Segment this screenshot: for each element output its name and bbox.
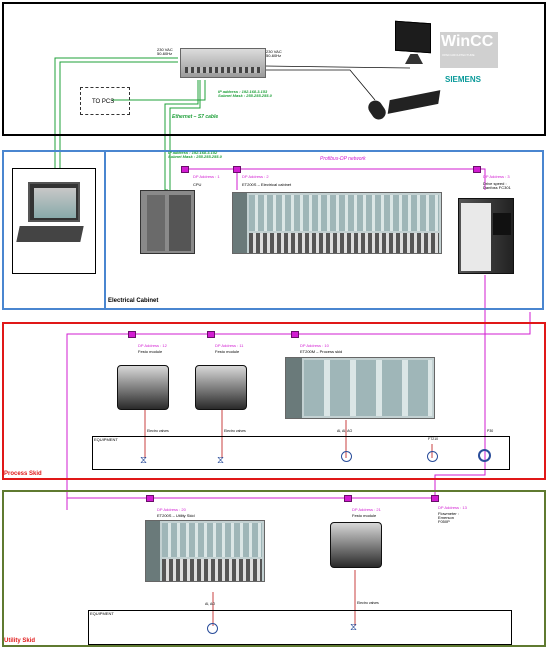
wincc-logo: WinCC OA OPEN ARCHITECTURE bbox=[440, 32, 522, 68]
flowmeter-label: Flowmeter : Emerson F050P bbox=[438, 511, 459, 524]
festo2-dp-connector bbox=[207, 331, 215, 338]
utility-skid-label: Utility Skid bbox=[4, 638, 36, 644]
utility-et200-dp-connector bbox=[146, 495, 154, 502]
et200-electrical-dp-connector bbox=[233, 166, 241, 173]
flowmeter-dp-address: DP Address : 13 bbox=[438, 505, 467, 510]
drive-label: Drive speed : Danfoss FC301 bbox=[483, 181, 511, 190]
et200-electrical-dp-address: DP Address : 2 bbox=[242, 174, 269, 179]
to-pcs-box: TO PCS bbox=[80, 87, 130, 115]
ip-cpu-label: IP address : 192.168.3.152 Subnet Mask :… bbox=[168, 150, 222, 159]
et200-electrical-module bbox=[232, 192, 442, 254]
utility-festo-dp-address: DP Address : 21 bbox=[352, 507, 381, 512]
wincc-logo-subtext: OPEN ARCHITECTURE bbox=[442, 53, 475, 57]
electrical-label: Electrical Cabinet bbox=[108, 298, 159, 304]
laptop-screen bbox=[28, 182, 80, 222]
server-section bbox=[2, 2, 546, 136]
electrical-divider bbox=[104, 150, 106, 310]
et200m-dp-address: DP Address : 10 bbox=[300, 343, 329, 348]
cpu-dp-address: DP Address : 1 bbox=[193, 174, 220, 179]
cpu-dp-connector bbox=[181, 166, 189, 173]
utility-al-ao-label: AI, AO bbox=[205, 602, 216, 606]
wincc-logo-text: WinCC OA bbox=[441, 33, 522, 50]
drive-dp-address: DP Address : 3 bbox=[483, 174, 510, 179]
utility-skid-section bbox=[2, 490, 546, 647]
power-right-label: 230 VAC 50-60Hz bbox=[266, 49, 282, 58]
to-pcs-label: TO PCS bbox=[92, 99, 115, 105]
laptop-base bbox=[16, 226, 84, 242]
process-equipment-label: EQUIPMENT bbox=[94, 437, 118, 442]
utility-valve-icon: ⧖ bbox=[350, 622, 358, 633]
festo1-dp-address: DP Address : 12 bbox=[138, 343, 167, 348]
festo1-label: Festo module bbox=[138, 349, 163, 354]
black-lines bbox=[264, 65, 411, 101]
et200-electrical-label: ET200S – Electrical cabinet bbox=[242, 182, 292, 187]
profibus-label: Profibus-DP network bbox=[320, 156, 366, 162]
process-al-ao-label: AI, AI, AO bbox=[337, 429, 353, 433]
utility-analog-instrument-icon bbox=[207, 623, 218, 634]
utility-valves-label: Electro valves bbox=[357, 601, 379, 605]
cpu-label: CPU bbox=[193, 182, 202, 187]
flow-instrument-icon bbox=[427, 451, 438, 462]
analog-instrument-icon bbox=[341, 451, 352, 462]
process-valves1-label: Electro valves bbox=[147, 429, 169, 433]
valve2-icon: ⧖ bbox=[217, 455, 225, 466]
festo2-dp-address: DP Address : 11 bbox=[215, 343, 244, 348]
utility-et200-label: ET200S – Utility Skid bbox=[157, 513, 195, 518]
ethernet-label: Ethernet – S7 cable bbox=[172, 114, 219, 120]
festo1-dp-connector bbox=[128, 331, 136, 338]
utility-festo-dp-connector bbox=[344, 495, 352, 502]
monitor-icon bbox=[395, 20, 431, 54]
utility-equipment-label: EQUIPMENT bbox=[90, 611, 114, 616]
siemens-label: SIEMENS bbox=[445, 75, 482, 84]
pressure-instrument-icon bbox=[478, 449, 491, 462]
utility-et200-dp-address: DP Address : 20 bbox=[157, 507, 186, 512]
process-ft-label: FT210 bbox=[428, 437, 439, 441]
et200m-dp-connector bbox=[291, 331, 299, 338]
process-equipment-box bbox=[92, 436, 510, 470]
et200m-label: ET200M – Process skid bbox=[300, 349, 343, 354]
festo2-module bbox=[195, 365, 247, 410]
process-valves2-label: Electro valves bbox=[224, 429, 246, 433]
power-left-label: 230 VAC 50-60Hz bbox=[157, 47, 173, 56]
utility-et200-module bbox=[145, 520, 265, 582]
et200m-module bbox=[285, 357, 435, 419]
drive-dp-connector bbox=[473, 166, 481, 173]
utility-equipment-box bbox=[88, 610, 512, 645]
flowmeter-dp-connector bbox=[431, 495, 439, 502]
cpu-rack bbox=[140, 190, 195, 254]
process-skid-label: Process Skid bbox=[4, 471, 42, 477]
ip-server-label: IP address : 192.168.3.153 Subnet Mask :… bbox=[218, 89, 272, 98]
festo2-label: Festo module bbox=[215, 349, 240, 354]
drive-unit bbox=[458, 198, 514, 274]
valve1-icon: ⧖ bbox=[140, 455, 148, 466]
utility-festo-module bbox=[330, 522, 382, 568]
monitor-stand bbox=[405, 54, 423, 64]
process-p-label: P30 bbox=[487, 429, 494, 433]
utility-festo-label: Festo module bbox=[352, 513, 377, 518]
server-unit bbox=[180, 48, 266, 78]
festo1-module bbox=[117, 365, 169, 410]
process-skid-section bbox=[2, 322, 546, 480]
electrical-cabinet-section bbox=[2, 150, 544, 310]
